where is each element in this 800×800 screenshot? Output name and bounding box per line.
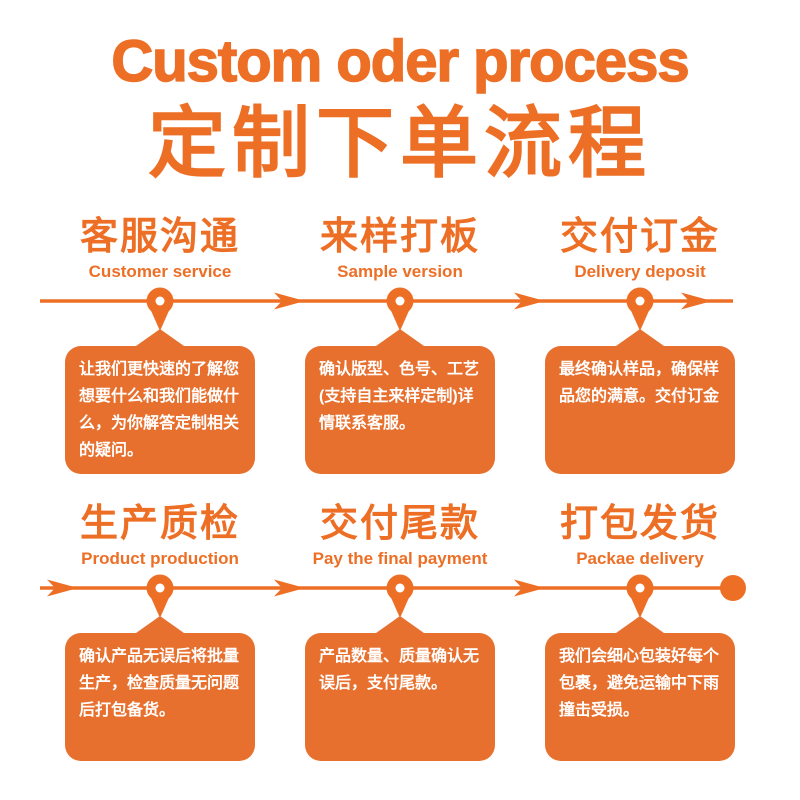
bubble-notch [376, 616, 424, 633]
arrow-right-icon [274, 579, 305, 597]
bubble-wrap: 确认版型、色号、工艺(支持自主来样定制)详情联系客服。 [280, 329, 520, 474]
description-boxes-row-1: 让我们更快速的了解您想要什么和我们能做什么，为你解答定制相关的疑问。 确认版型、… [0, 329, 800, 474]
step-description-text: 让我们更快速的了解您想要什么和我们能做什么，为你解答定制相关的疑问。 [79, 361, 240, 459]
step-header-product-production: 生产质检 Product production [40, 497, 280, 569]
step-title-en: Packae delivery [576, 549, 704, 568]
step-description-box: 产品数量、质量确认无误后，支付尾款。 [305, 633, 495, 761]
step-title-cn: 交付尾款 [319, 503, 480, 545]
step-description-box: 确认版型、色号、工艺(支持自主来样定制)详情联系客服。 [305, 346, 495, 474]
bubble-notch [136, 329, 184, 346]
step-title-cn: 来样打板 [319, 216, 480, 258]
process-row-2: 生产质检 Product production 交付尾款 Pay the fin… [0, 497, 800, 787]
step-description-text: 最终确认样品，确保样品您的满意。交付订金 [559, 361, 720, 405]
arrow-right-icon [514, 579, 545, 597]
timeline-row-2 [40, 574, 746, 618]
step-title-cn: 交付订金 [559, 216, 720, 258]
step-description-box: 我们会细心包装好每个包裹，避免运输中下雨撞击受损。 [545, 633, 735, 761]
step-header-customer-service: 客服沟通 Customer service [40, 210, 280, 282]
step-title-en: Product production [81, 549, 239, 568]
location-pin-icon [626, 287, 654, 331]
step-title-cn: 打包发货 [559, 503, 720, 545]
step-description-text: 我们会细心包装好每个包裹，避免运输中下雨撞击受损。 [559, 648, 720, 719]
step-description-text: 确认产品无误后将批量生产，检查质量无问题后打包备货。 [79, 648, 240, 719]
bubble-wrap: 我们会细心包装好每个包裹，避免运输中下雨撞击受损。 [520, 616, 760, 761]
step-title-en: Pay the final payment [312, 549, 488, 568]
bubble-wrap: 确认产品无误后将批量生产，检查质量无问题后打包备货。 [40, 616, 280, 761]
arrow-right-icon [514, 292, 545, 310]
bubble-wrap: 最终确认样品，确保样品您的满意。交付订金 [520, 329, 760, 474]
bubble-notch [136, 616, 184, 633]
page-title-english: Custom oder process [111, 29, 691, 95]
arrow-right-icon [681, 292, 712, 310]
location-pin-icon [146, 287, 174, 331]
page-title-chinese: 定制下单流程 [147, 98, 652, 189]
step-title-cn: 生产质检 [79, 503, 240, 545]
step-header-sample-version: 来样打板 Sample version [280, 210, 520, 282]
page-header: Custom oder process 定制下单流程 [0, 0, 800, 188]
bubble-notch [376, 329, 424, 346]
bubble-notch [616, 616, 664, 633]
step-description-box: 最终确认样品，确保样品您的满意。交付订金 [545, 346, 735, 474]
step-header-package-delivery: 打包发货 Packae delivery [520, 497, 760, 569]
arrow-right-icon [47, 579, 78, 597]
step-description-box: 确认产品无误后将批量生产，检查质量无问题后打包备货。 [65, 633, 255, 761]
step-header-delivery-deposit: 交付订金 Delivery deposit [520, 210, 760, 282]
step-titles-row-1: 客服沟通 Customer service 来样打板 Sample versio… [0, 210, 800, 282]
timeline-row-1 [40, 287, 733, 331]
bubble-wrap: 产品数量、质量确认无误后，支付尾款。 [280, 616, 520, 761]
description-boxes-row-2: 确认产品无误后将批量生产，检查质量无问题后打包备货。 产品数量、质量确认无误后，… [0, 616, 800, 761]
location-pin-icon [386, 574, 414, 618]
location-pin-icon [146, 574, 174, 618]
step-title-en: Delivery deposit [574, 262, 706, 281]
process-row-1: 客服沟通 Customer service 来样打板 Sample versio… [0, 210, 800, 500]
arrow-right-icon [274, 292, 305, 310]
step-title-en: Customer service [88, 262, 232, 281]
step-description-text: 产品数量、质量确认无误后，支付尾款。 [319, 648, 480, 692]
location-pin-icon [386, 287, 414, 331]
step-title-cn: 客服沟通 [79, 216, 240, 258]
bubble-wrap: 让我们更快速的了解您想要什么和我们能做什么，为你解答定制相关的疑问。 [40, 329, 280, 474]
step-description-text: 确认版型、色号、工艺(支持自主来样定制)详情联系客服。 [319, 361, 480, 432]
bubble-notch [616, 329, 664, 346]
step-titles-row-2: 生产质检 Product production 交付尾款 Pay the fin… [0, 497, 800, 569]
step-header-final-payment: 交付尾款 Pay the final payment [280, 497, 520, 569]
location-pin-icon [626, 574, 654, 618]
end-dot-icon [720, 575, 746, 601]
step-description-box: 让我们更快速的了解您想要什么和我们能做什么，为你解答定制相关的疑问。 [65, 346, 255, 474]
step-title-en: Sample version [337, 262, 463, 281]
